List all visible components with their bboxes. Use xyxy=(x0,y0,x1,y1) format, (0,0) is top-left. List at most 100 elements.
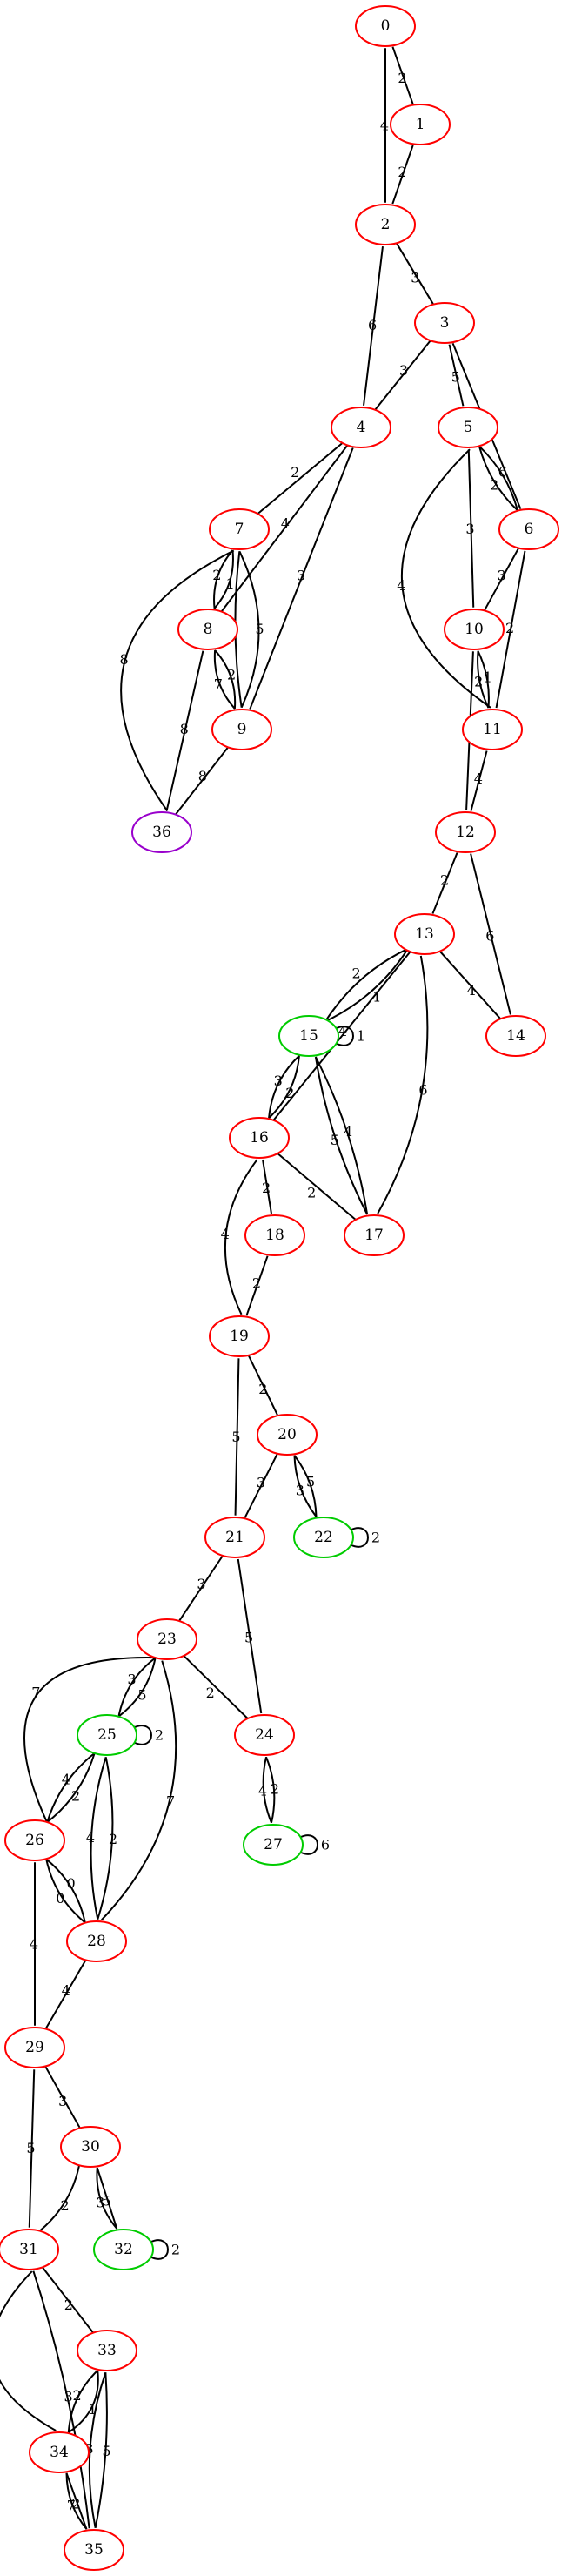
edge-24-27 xyxy=(262,1756,272,1824)
edge-28-29 xyxy=(44,1960,87,2029)
node-32-ellipse xyxy=(93,2229,154,2270)
node-4: 4 xyxy=(331,407,391,448)
node-5-label: 5 xyxy=(464,419,473,436)
edge-label-7-8: 2 xyxy=(212,567,221,583)
node-3-label: 3 xyxy=(440,314,450,332)
edge-0-1 xyxy=(391,46,414,104)
edge-label-8-9: 2 xyxy=(227,667,236,683)
node-3-ellipse xyxy=(414,302,475,344)
edge-label-23-24: 2 xyxy=(206,1685,215,1701)
edge-label-4-8: 4 xyxy=(281,515,290,532)
edge-label-25-26: 2 xyxy=(71,1787,80,1804)
edge-label-13-16: 4 xyxy=(338,1023,347,1039)
edge-label-7-9: 5 xyxy=(255,621,264,637)
edge-label-5-6: 6 xyxy=(498,463,507,480)
edge-label-13-15: 1 xyxy=(372,989,381,1006)
node-0-ellipse xyxy=(355,5,416,47)
node-19: 19 xyxy=(209,1315,270,1357)
edge-label-29-31: 5 xyxy=(26,2140,35,2156)
edge-18-19 xyxy=(245,1255,269,1316)
edge-8-36 xyxy=(165,650,204,811)
edge-8-9 xyxy=(213,649,236,710)
node-15-ellipse xyxy=(278,1015,339,1057)
node-1-ellipse xyxy=(390,104,451,145)
edge-label-26-29: 4 xyxy=(30,1936,38,1953)
edge-label-16-17: 2 xyxy=(307,1184,316,1201)
edge-7-8 xyxy=(213,549,234,609)
node-28-ellipse xyxy=(66,1920,127,1962)
edge-4-9 xyxy=(249,447,354,710)
edge-23-28 xyxy=(101,1660,177,1921)
node-6-ellipse xyxy=(498,508,559,550)
edge-23-25 xyxy=(117,1658,157,1718)
edge-label-30-32: 3 xyxy=(96,2195,104,2211)
node-19-ellipse xyxy=(209,1315,270,1357)
edge-15-17 xyxy=(314,1056,369,1215)
edge-label-12-14: 6 xyxy=(485,928,494,945)
node-16-ellipse xyxy=(229,1117,290,1159)
node-14: 14 xyxy=(485,1015,546,1057)
edge-label-25-28: 2 xyxy=(109,1831,117,1847)
edge-label-13-15: 2 xyxy=(352,965,361,982)
edge-label-15-16: 3 xyxy=(274,1073,283,1089)
edge-label-18-19: 2 xyxy=(252,1275,261,1292)
edge-33-34 xyxy=(68,2370,99,2433)
edge-16-19 xyxy=(224,1159,258,1315)
edge-label-2-3: 3 xyxy=(411,270,419,286)
edge-label-6-10: 3 xyxy=(498,568,506,584)
edges xyxy=(0,46,526,2530)
edge-label-22-22: 2 xyxy=(371,1530,380,1546)
edge-label-13-17: 6 xyxy=(418,1082,427,1099)
node-2: 2 xyxy=(355,204,416,245)
edge-label-32-32: 2 xyxy=(171,2242,180,2258)
edge-2-4 xyxy=(363,245,384,407)
node-33-label: 33 xyxy=(97,2342,117,2359)
edge-31-35 xyxy=(32,2270,90,2529)
edge-5-11 xyxy=(400,448,491,709)
edge-23-24 xyxy=(182,1654,250,1720)
edge-19-20 xyxy=(248,1355,278,1416)
edge-label-1-2: 2 xyxy=(398,164,406,180)
node-17-label: 17 xyxy=(364,1227,384,1244)
node-11-ellipse xyxy=(462,709,523,750)
node-29: 29 xyxy=(4,2027,65,2068)
node-31-ellipse xyxy=(0,2229,59,2270)
edge-33-35 xyxy=(94,2372,108,2528)
edge-12-14 xyxy=(470,853,511,1015)
edge-15-16 xyxy=(268,1055,300,1119)
edge-label-2-4: 6 xyxy=(368,317,377,333)
edge-15-17 xyxy=(314,1056,369,1215)
edge-12-13 xyxy=(431,852,458,914)
node-27-ellipse xyxy=(243,1824,304,1866)
edge-9-36 xyxy=(174,746,230,816)
edge-label-27-27: 6 xyxy=(321,1837,330,1853)
node-22: 22 xyxy=(293,1517,354,1558)
node-22-label: 22 xyxy=(314,1529,333,1546)
edge-label-25-28: 4 xyxy=(86,1829,95,1846)
node-13-ellipse xyxy=(394,913,455,955)
edge-label-33-35: 5 xyxy=(102,2443,110,2459)
node-11: 11 xyxy=(462,709,523,750)
edge-label-8-9: 7 xyxy=(214,676,223,692)
node-31: 31 xyxy=(0,2229,59,2270)
node-25: 25 xyxy=(77,1714,137,1756)
node-27: 27 xyxy=(243,1824,304,1866)
node-36-ellipse xyxy=(131,811,192,853)
edge-label-3-4: 3 xyxy=(399,362,408,379)
edge-22-22 xyxy=(349,1527,369,1548)
edge-25-28 xyxy=(97,1757,114,1920)
edge-label-5-6: 2 xyxy=(490,477,498,494)
node-36: 36 xyxy=(131,811,192,853)
edge-label-25-26: 4 xyxy=(62,1772,70,1788)
edge-13-14 xyxy=(438,950,502,1020)
edge-label-15-17: 4 xyxy=(344,1123,352,1140)
node-4-ellipse xyxy=(331,407,391,448)
edge-5-6 xyxy=(478,446,518,512)
edge-label-24-27: 2 xyxy=(271,1780,279,1797)
edge-10-11 xyxy=(477,650,490,709)
node-18-label: 18 xyxy=(265,1227,284,1244)
node-5: 5 xyxy=(438,407,498,448)
edge-4-8 xyxy=(220,444,349,613)
node-12-label: 12 xyxy=(456,824,475,841)
node-24-ellipse xyxy=(234,1714,295,1756)
